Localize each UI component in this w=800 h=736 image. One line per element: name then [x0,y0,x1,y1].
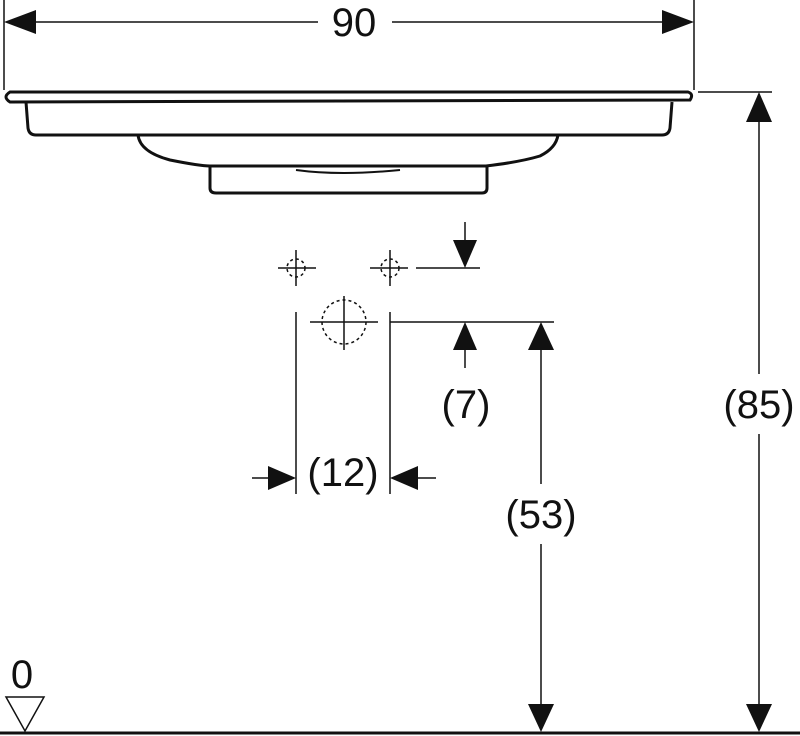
offset-arrow-up [453,322,477,350]
height-arrow-bottom [746,704,772,732]
outlet-offset-label: (7) [442,383,491,427]
width-arrow-left [4,10,36,34]
width-arrow-right [662,10,694,34]
spacing-arrow-left [268,466,296,490]
water-connection-right [370,250,408,286]
washbasin-outline [4,90,694,195]
width-label: 90 [332,1,377,45]
outlet-height-arrow-top [528,322,554,350]
outlet-spacing-dimension: (12) [252,312,436,495]
spacing-arrow-right [390,466,418,490]
width-dimension: 90 [3,0,695,90]
height-arrow-top [746,92,772,122]
basin-bowl-detail [295,169,401,174]
level-marker-triangle [4,696,46,733]
overall-height-dimension: (85) [698,91,795,732]
offset-arrow-down [453,240,477,268]
outlet-height-label: (53) [505,493,576,537]
outlet-height-dimension: (53) [505,322,577,732]
basin-rim [4,90,694,104]
outlet-spacing-label: (12) [307,451,378,495]
overall-height-label: (85) [723,383,794,427]
floor-reference: 0 [0,653,800,735]
basin-drain-housing [208,166,489,195]
floor-level-label: 0 [11,653,33,697]
outlet-offset-dimension: (7) [390,222,554,427]
basin-upper-body [24,101,674,137]
outlet-height-arrow-bottom [528,704,554,732]
water-connections [278,250,480,286]
basin-bowl [136,134,560,168]
water-connection-left [278,250,316,286]
waste-outlet [310,296,378,350]
